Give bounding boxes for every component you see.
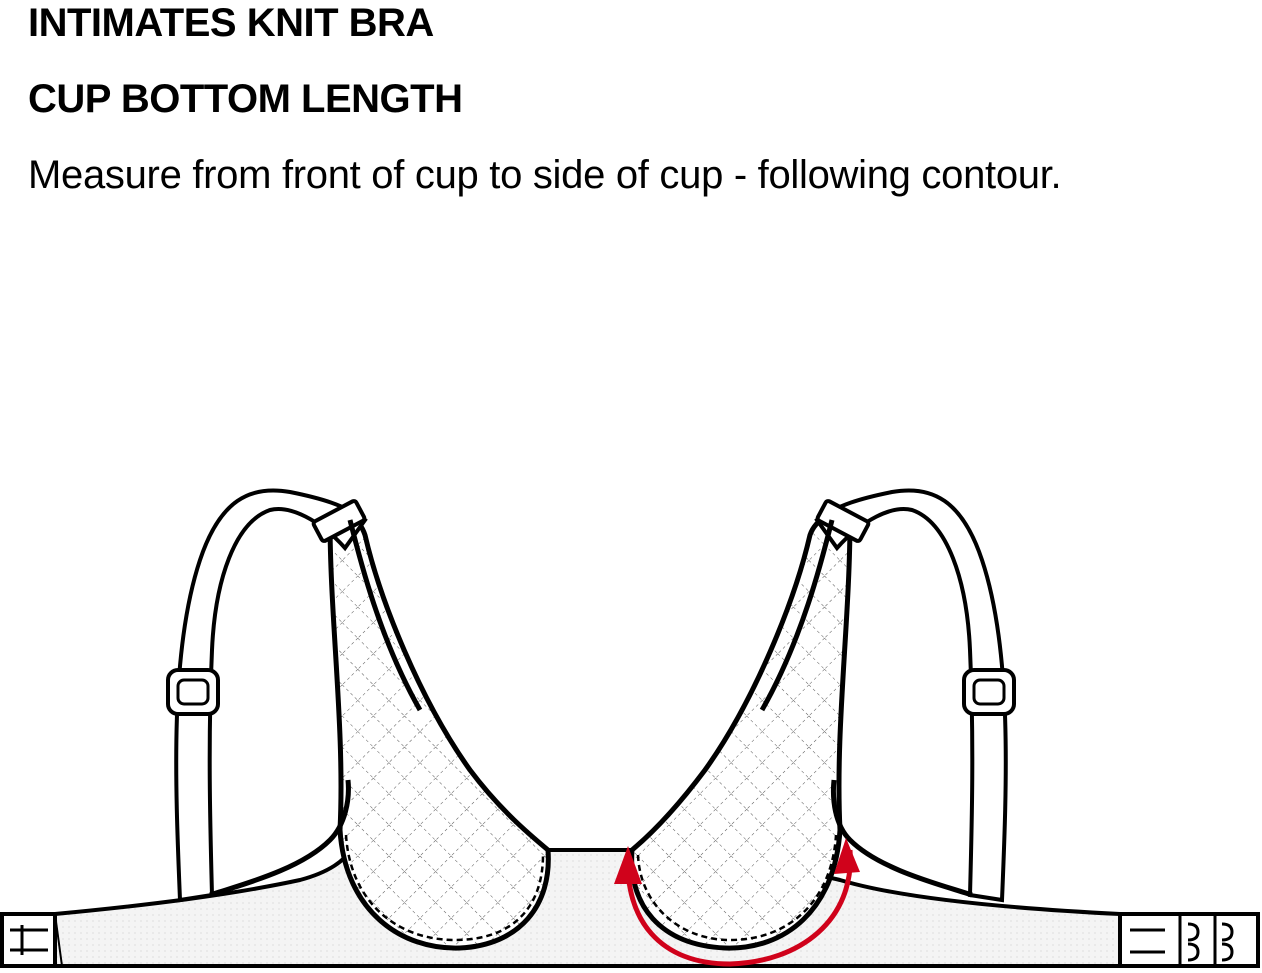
left-strap-slider: [166, 668, 220, 716]
page-title: INTIMATES KNIT BRA: [28, 1, 434, 45]
underband: [53, 848, 1122, 968]
measurement-arrow: [625, 849, 853, 967]
left-cup: [327, 511, 551, 951]
right-closure: [1118, 912, 1260, 968]
left-closure: [0, 912, 63, 968]
measurement-instruction: Measure from front of cup to side of cup…: [28, 153, 1062, 197]
right-strap-slider: [962, 668, 1016, 716]
measurement-arrowhead-right: [834, 838, 860, 874]
measurement-name: CUP BOTTOM LENGTH: [28, 77, 463, 121]
measurement-arrowhead-left: [614, 846, 642, 884]
right-cup: [629, 511, 853, 951]
